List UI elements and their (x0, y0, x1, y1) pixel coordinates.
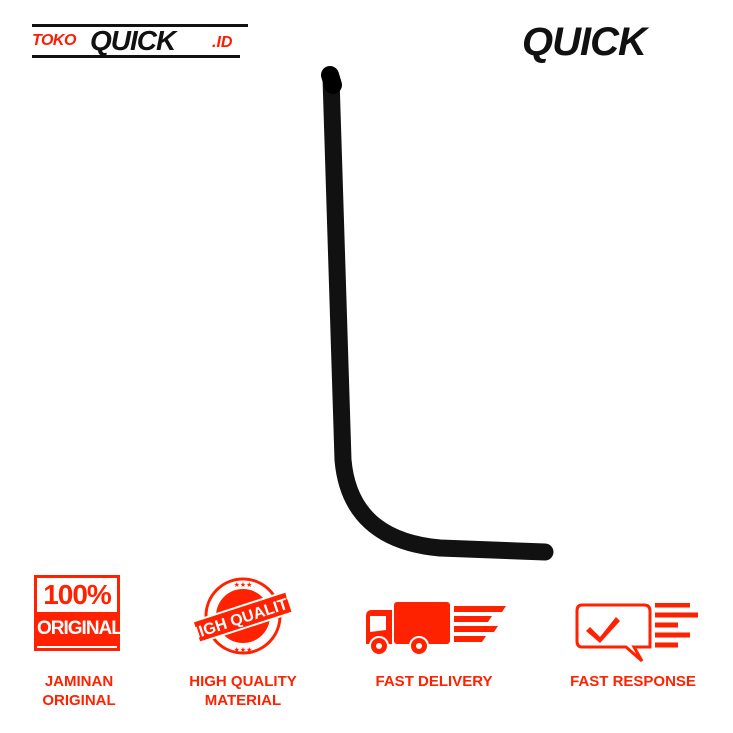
logo-name: QUICK (90, 25, 176, 56)
original-badge-icon: 100% ORIGINAL (34, 575, 123, 651)
label-line: FAST RESPONSE (570, 673, 696, 690)
svg-text:★★★: ★★★ (234, 646, 253, 654)
logo-rule (32, 55, 240, 58)
label-line: ORIGINAL (42, 692, 116, 709)
badge-label-quality: HIGH QUALITY MATERIAL (163, 672, 323, 710)
delivery-truck-icon (366, 602, 506, 656)
logo-suffix: .ID (212, 34, 233, 51)
quality-stamp-icon: ★★★ ★★★ HIGH QUALITY (188, 577, 298, 655)
quick-brand-logo: QUICK (522, 20, 647, 64)
label-line: FAST DELIVERY (375, 673, 493, 690)
badge-original-text: ORIGINAL (37, 612, 123, 646)
label-line: HIGH QUALITY (189, 673, 297, 690)
badge-label-original: JAMINAN ORIGINAL (0, 672, 159, 710)
badge-label-delivery: FAST DELIVERY (354, 672, 514, 691)
label-line: JAMINAN (44, 673, 114, 690)
toko-quick-logo: TOKO QUICK .ID (30, 24, 248, 58)
label-line: MATERIAL (204, 692, 282, 709)
chat-check-icon (575, 603, 698, 663)
badge-label-response: FAST RESPONSE (553, 672, 713, 691)
rod-tip (321, 66, 342, 94)
logo-rule (32, 24, 248, 27)
logo-prefix: TOKO (32, 32, 76, 49)
curved-rod (322, 69, 554, 561)
svg-text:★★★: ★★★ (234, 581, 253, 589)
badge-percent-text: 100% (43, 579, 112, 610)
